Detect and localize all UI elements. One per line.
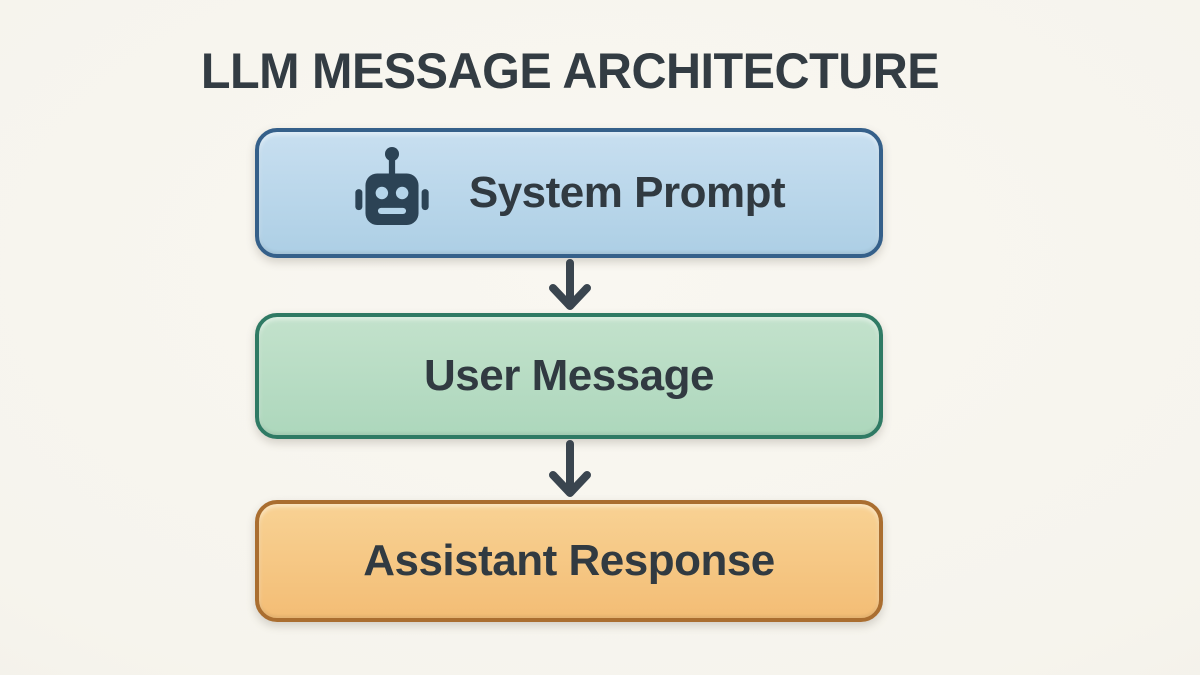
node-assistant-response: Assistant Response <box>255 500 883 622</box>
arrow-down-icon <box>544 440 596 499</box>
node-system-prompt: System Prompt <box>255 128 883 258</box>
robot-icon <box>353 145 431 241</box>
node-user-message-label: User Message <box>424 351 714 400</box>
diagram-title: LLM MESSAGE ARCHITECTURE <box>200 43 940 99</box>
node-system-prompt-label: System Prompt <box>468 168 786 217</box>
arrow-down-icon <box>544 259 596 312</box>
node-user-message: User Message <box>255 313 883 439</box>
node-assistant-response-label: Assistant Response <box>363 536 775 585</box>
